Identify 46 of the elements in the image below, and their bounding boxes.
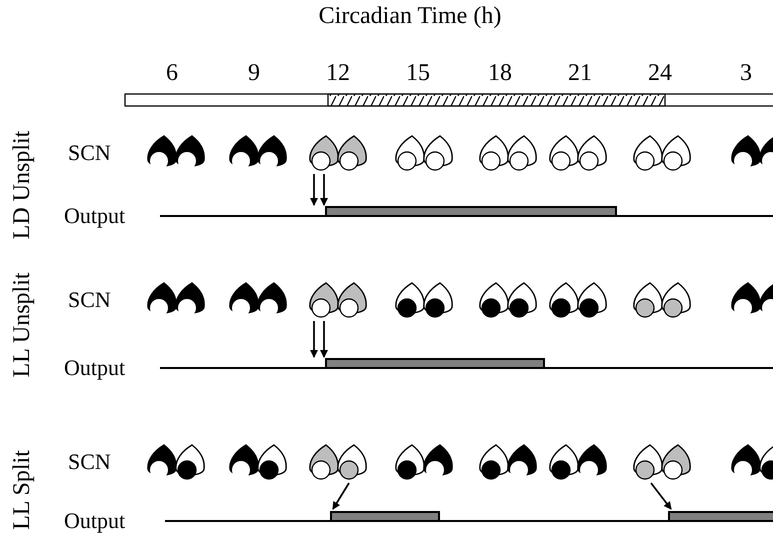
neuron-pair-drawing (147, 443, 205, 481)
row-name: Output (64, 205, 126, 227)
arrow (650, 482, 672, 510)
neuron-pair-drawing (549, 281, 607, 319)
row-name: Output (64, 510, 126, 532)
tick-label: 12 (326, 61, 350, 85)
neuron-pair-drawing (479, 281, 537, 319)
neuron-pair-drawing (309, 281, 367, 319)
output-bar (330, 511, 440, 522)
neuron-pair-drawing (395, 281, 453, 319)
row-label: LD Unsplit (10, 130, 34, 240)
neuron-pair-drawing (479, 443, 537, 481)
tick-label: 18 (488, 61, 512, 85)
neuron-pair-drawing (479, 134, 537, 172)
arrow (332, 482, 350, 510)
tick-label: 9 (248, 61, 260, 85)
row-label: LL Unsplit (10, 272, 34, 378)
tick-label: 24 (648, 61, 672, 85)
neuron-pair-drawing (549, 443, 607, 481)
arrow (320, 174, 328, 206)
neuron-pair-drawing (633, 281, 691, 319)
arrow (310, 174, 318, 206)
row-label: LL Split (10, 450, 34, 530)
neuron-pair-drawing (309, 134, 367, 172)
axis-title: Circadian Time (h) (318, 4, 502, 28)
row-name: SCN (68, 142, 111, 164)
row-name: SCN (68, 289, 111, 311)
neuron-pair-drawing (633, 134, 691, 172)
output-bar (325, 358, 545, 369)
tick-label: 3 (740, 61, 752, 85)
arrow (320, 321, 328, 358)
neuron-pair-drawing (309, 443, 367, 481)
neuron-pair-drawing (633, 443, 691, 481)
arrow (310, 321, 318, 358)
row-name: SCN (68, 451, 111, 473)
neuron-pair-drawing (549, 134, 607, 172)
output-bar (668, 511, 773, 522)
neuron-pair-drawing (229, 443, 287, 481)
neuron-pair-drawing (395, 443, 453, 481)
neuron-pair-drawing (731, 443, 773, 481)
output-bar (325, 206, 617, 217)
tick-label: 6 (166, 61, 178, 85)
row-name: Output (64, 357, 126, 379)
neuron-pair-drawing (395, 134, 453, 172)
tick-label: 21 (568, 61, 592, 85)
tick-label: 15 (406, 61, 430, 85)
